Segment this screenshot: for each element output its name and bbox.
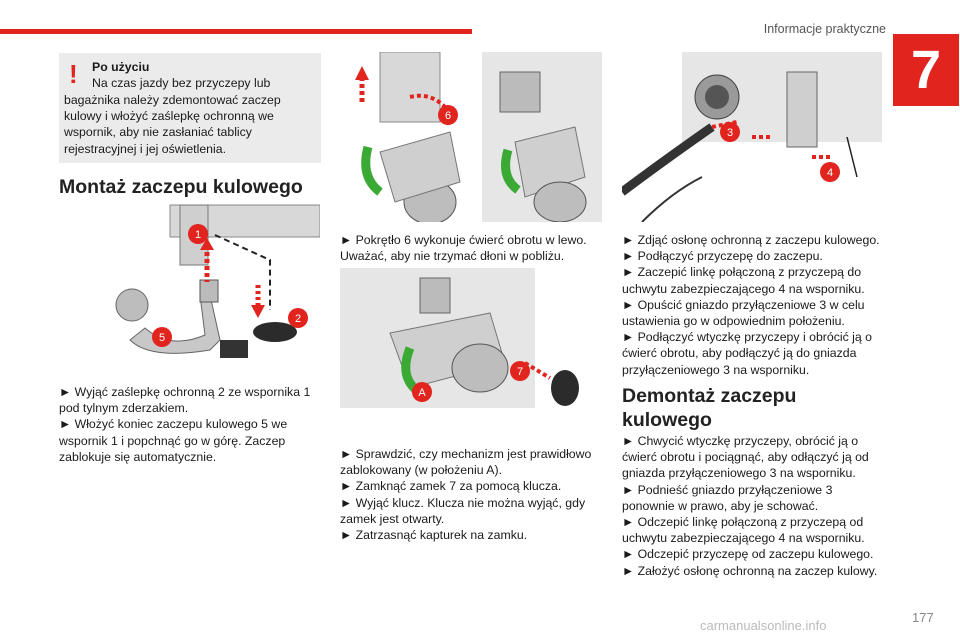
fig1-label-2: 2 [295,313,301,325]
header-title: Informacje praktyczne [763,22,886,36]
fig3-label-7: 7 [517,366,523,378]
warning-icon: ! [69,59,78,89]
watermark: carmanualsonline.info [700,618,827,633]
col2-step-1: ► Sprawdzić, czy mechanizm jest prawidło… [340,447,592,478]
col2-text1: ► Pokrętło 6 wykonuje ćwierć obrotu w le… [340,232,602,264]
figure-towbar-insert: 1 2 5 [110,200,320,370]
fig1-label-1: 1 [195,229,201,241]
col2-steps: ► Sprawdzić, czy mechanizm jest prawidło… [340,446,602,543]
col1-step-2: ► Włożyć koniec zaczepu kulowego 5 we ws… [59,417,288,464]
col3-step-5: ► Podłączyć wtyczkę przyczepy i obrócić … [622,330,872,377]
figure-knob-turn: 6 [340,52,602,222]
col3-steps2: ► Chwycić wtyczkę przyczepy, obrócić ją … [622,433,884,579]
col3-step-4: ► Opuścić gniazdo przyłączeniowe 3 w cel… [622,297,865,329]
col2-step-4: ► Zatrzasnąć kapturek na zamku. [340,528,528,543]
col2-step-2: ► Zamknąć zamek 7 za pomocą klucza. [340,479,562,494]
fig4-label-4: 4 [827,167,833,179]
col3-step2-3: ► Odczepić linkę połączoną z przyczepą o… [622,515,865,546]
chapter-tab: 7 [893,34,959,106]
col3-steps: ► Zdjąć osłonę ochronną z zaczepu kulowe… [622,232,884,378]
figure-lock: 7 A [340,268,602,418]
page-number: 177 [912,610,934,625]
warning-title: Po użyciu [92,60,150,74]
warning-line1: Na czas jazdy bez przyczepy lub [92,76,271,91]
col3-step2-2: ► Podnieść gniazdo przyłączeniowe 3 pono… [622,482,833,513]
col1-steps: ► Wyjąć zaślepkę ochronną 2 ze wspornika… [59,384,321,465]
figure-socket: 3 4 [622,52,884,222]
fig4-label-3: 3 [727,127,733,139]
fig1-label-5: 5 [159,332,165,344]
figure-lock-drawing: 7 A [340,268,579,408]
col2-text1-p: ► Pokrętło 6 wykonuje ćwierć obrotu w le… [340,233,587,264]
fig3-label-A: A [418,387,426,399]
col3-step2-1: ► Chwycić wtyczkę przyczepy, obrócić ją … [622,434,869,481]
figure-knob-turn-drawing: 6 [340,52,602,222]
section-title-demontaz: Demontaż zaczepu kulowego [622,385,797,431]
fig2-label-6: 6 [445,110,451,122]
col3-step2-4: ► Odczepić przyczepę od zaczepu kulowego… [622,547,874,562]
figure-towbar-insert-drawing: 1 2 5 [115,204,320,358]
col3-step2-5: ► Założyć osłonę ochronną na zaczep kulo… [622,563,878,578]
col3-step-1: ► Zdjąć osłonę ochronną z zaczepu kulowe… [622,233,880,247]
figure-socket-drawing: 3 4 [622,52,882,222]
col2-step-3: ► Wyjąć klucz. Klucza nie można wyjąć, g… [340,495,586,526]
col3-step-3: ► Zaczepić linkę połączoną z przyczepą d… [622,265,865,296]
section-title-montaz: Montaż zaczepu kulowego [59,176,303,198]
col3-step-2: ► Podłączyć przyczepę do zaczepu. [622,249,823,264]
warning-box: ! Po użyciu Na czas jazdy bez przyczepy … [59,53,321,163]
header-bar [0,29,472,34]
col1-step-1: ► Wyjąć zaślepkę ochronną 2 ze wspornika… [59,385,311,416]
warning-body: bagażnika należy zdemontować zaczep kulo… [64,93,281,156]
